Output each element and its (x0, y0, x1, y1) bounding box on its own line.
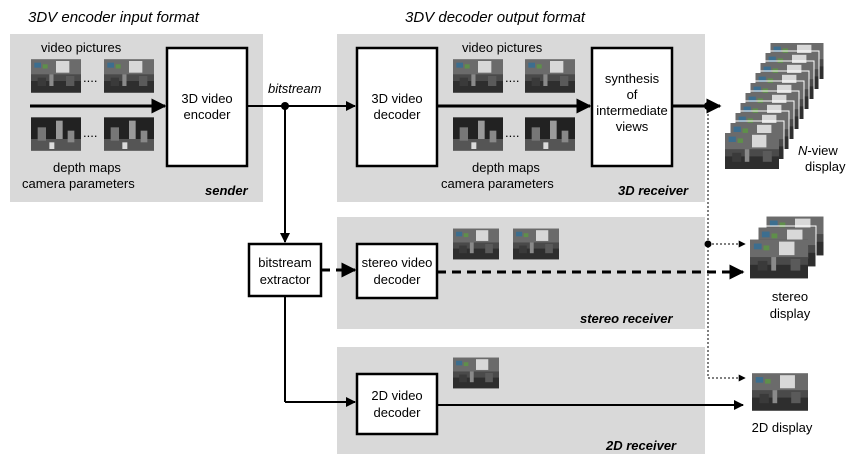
decoder-stereo-label-1: stereo video (362, 255, 433, 270)
stereo-display-stack (750, 214, 825, 279)
receiver-2d-label: 2D receiver (605, 438, 677, 453)
video-thumbnail (453, 357, 499, 389)
bitstream-label: bitstream (268, 81, 322, 96)
twod-display (752, 373, 808, 411)
decoder-3d-label-1: 3D video (371, 91, 422, 106)
video-thumbnail (453, 59, 503, 93)
receiver-stereo-label: stereo receiver (580, 311, 673, 326)
nview-display-label-2: display (805, 159, 846, 174)
video-thumbnail (525, 59, 575, 93)
decoder-2d-label-1: 2D video (371, 388, 422, 403)
synthesis-label-3: intermediate (596, 103, 668, 118)
video-thumbnail (104, 59, 154, 93)
video-thumbnail (513, 228, 559, 260)
depth-thumbnail (525, 117, 575, 151)
depth-maps-label: depth maps (53, 160, 121, 175)
synthesis-label-2: of (627, 87, 638, 102)
encoder-label-2: encoder (184, 107, 232, 122)
extractor-block (247, 242, 323, 298)
decoder-stereo-label-2: decoder (374, 272, 422, 287)
video-thumbnail (453, 228, 499, 260)
decoder-stereo-block (355, 242, 439, 300)
video-thumbnail (31, 59, 81, 93)
decoder-2d-block (355, 372, 439, 436)
decoder-format-header: 3DV decoder output format (405, 9, 586, 26)
ellipsis: .... (505, 70, 519, 85)
depth-maps-label: depth maps (472, 160, 540, 175)
twod-display-label: 2D display (752, 420, 813, 435)
extractor-label-1: bitstream (258, 255, 311, 270)
nview-display-label-1: N-view (798, 143, 838, 158)
extractor-label-2: extractor (260, 272, 311, 287)
decoder-3d-label-2: decoder (374, 107, 422, 122)
encoder-format-header: 3DV encoder input format (28, 9, 200, 26)
sender-label: sender (205, 183, 249, 198)
camera-parameters-label: camera parameters (22, 176, 135, 191)
stereo-display-label-2: display (770, 306, 811, 321)
synthesis-block (590, 46, 674, 168)
nview-display-stack (725, 40, 825, 169)
junction-dot (704, 240, 712, 248)
ellipsis: .... (505, 125, 519, 140)
synthesis-label-4: views (616, 119, 649, 134)
receiver-3d-label: 3D receiver (618, 183, 689, 198)
video-pictures-label: video pictures (41, 40, 122, 55)
ellipsis: .... (83, 70, 97, 85)
encoder-label-1: 3D video (181, 91, 232, 106)
stereo-display-label-1: stereo (772, 289, 808, 304)
synthesis-label-1: synthesis (605, 71, 660, 86)
decoder-2d-label-2: decoder (374, 405, 422, 420)
depth-thumbnail (31, 117, 81, 151)
camera-parameters-label: camera parameters (441, 176, 554, 191)
ellipsis: .... (83, 125, 97, 140)
video-pictures-label: video pictures (462, 40, 543, 55)
encoder-block (165, 46, 249, 168)
depth-thumbnail (453, 117, 503, 151)
depth-thumbnail (104, 117, 154, 151)
